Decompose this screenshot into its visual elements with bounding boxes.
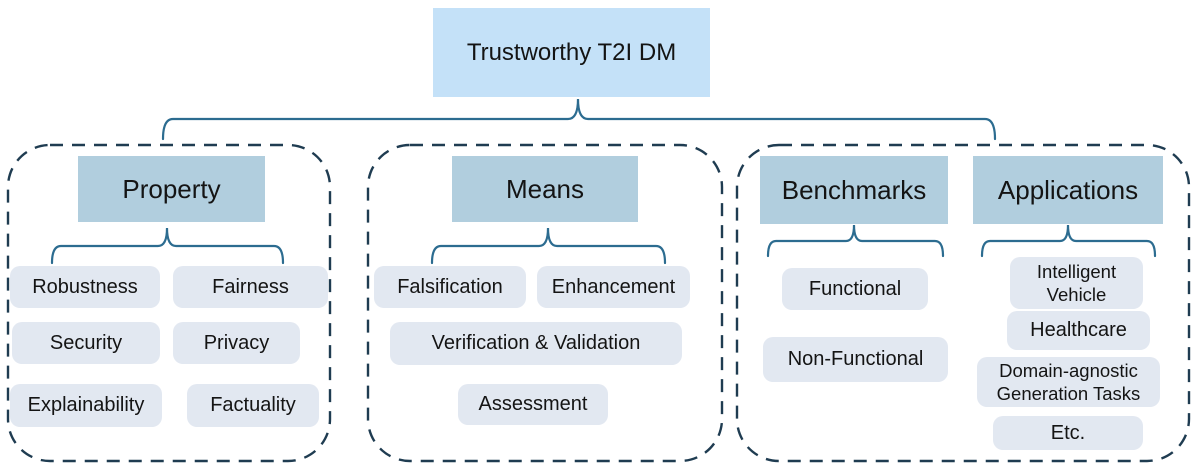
property-cluster-outline <box>6 143 332 463</box>
node-fairness: Fairness <box>173 266 328 308</box>
node-explainability: Explainability <box>10 384 162 427</box>
benchmarks-brace-connector <box>766 224 945 258</box>
benchmarks-header: Benchmarks <box>760 156 948 224</box>
means-cluster-outline <box>366 143 724 463</box>
node-functional: Functional <box>782 268 928 310</box>
node-healthcare: Healthcare <box>1007 311 1150 350</box>
node-domain-agnostic-generation-tasks: Domain-agnostic Generation Tasks <box>977 357 1160 407</box>
node-falsification: Falsification <box>374 266 526 308</box>
node-robustness: Robustness <box>10 266 160 308</box>
applications-brace-connector <box>980 224 1157 258</box>
means-brace-connector <box>430 227 667 265</box>
node-verification-validation: Verification & Validation <box>390 322 682 365</box>
means-header: Means <box>452 156 638 222</box>
node-factuality: Factuality <box>187 384 319 427</box>
benchmarks-applications-cluster-outline <box>735 143 1191 463</box>
property-brace-connector <box>50 227 285 265</box>
node-intelligent-vehicle: Intelligent Vehicle <box>1010 257 1143 309</box>
root-node: Trustworthy T2I DM <box>433 8 710 97</box>
node-enhancement: Enhancement <box>537 266 690 308</box>
applications-header: Applications <box>973 156 1163 224</box>
node-assessment: Assessment <box>458 384 608 425</box>
root-brace-connector <box>161 98 997 141</box>
node-non-functional: Non-Functional <box>763 337 948 382</box>
property-header: Property <box>78 156 265 222</box>
node-security: Security <box>12 322 160 364</box>
node-privacy: Privacy <box>173 322 300 364</box>
node-etc: Etc. <box>993 416 1143 450</box>
